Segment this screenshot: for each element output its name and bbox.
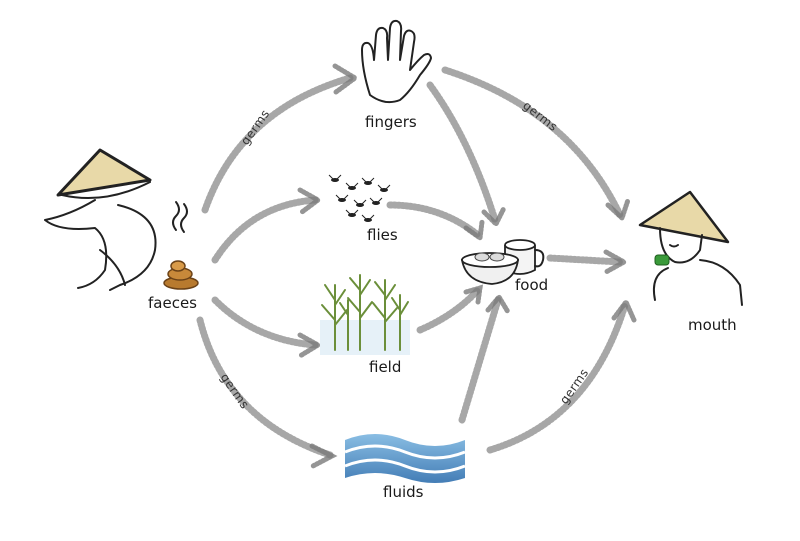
- arrow-faeces-to-fingers: [201, 63, 360, 214]
- eating-person-icon: [638, 190, 743, 306]
- node-label-food: food: [515, 276, 548, 294]
- edge-label-faeces-fingers: germs: [238, 107, 273, 148]
- flies-icon: [328, 174, 391, 222]
- arrow-fluids-to-food: [458, 292, 511, 424]
- field-icon: [320, 274, 410, 355]
- faeces-icon: [163, 201, 199, 290]
- arrow-food-to-mouth: [546, 249, 630, 275]
- node-label-fluids: fluids: [383, 483, 424, 501]
- squatting-person-icon: [44, 148, 157, 291]
- arrow-field-to-food: [416, 284, 484, 334]
- hand-icon: [361, 19, 432, 104]
- node-label-field: field: [369, 358, 401, 376]
- edge-label-faeces-fluids: germs: [218, 371, 253, 412]
- water-icon: [344, 434, 466, 483]
- arrow-faeces-to-flies: [211, 187, 323, 264]
- edge-label-fingers-mouth: germs: [520, 98, 560, 134]
- arrow-fingers-to-food: [426, 81, 507, 229]
- arrow-flies-to-food: [386, 201, 485, 243]
- arrow-faeces-to-fluids: [196, 316, 338, 469]
- node-label-mouth: mouth: [688, 316, 737, 334]
- node-label-flies: flies: [367, 226, 398, 244]
- arrow-fingers-to-mouth: [441, 66, 631, 223]
- arrow-faeces-to-field: [211, 296, 323, 359]
- food-icon: [460, 239, 545, 285]
- arrow-fluids-to-mouth: [486, 297, 637, 454]
- node-label-fingers: fingers: [365, 113, 417, 131]
- node-label-faeces: faeces: [148, 294, 197, 312]
